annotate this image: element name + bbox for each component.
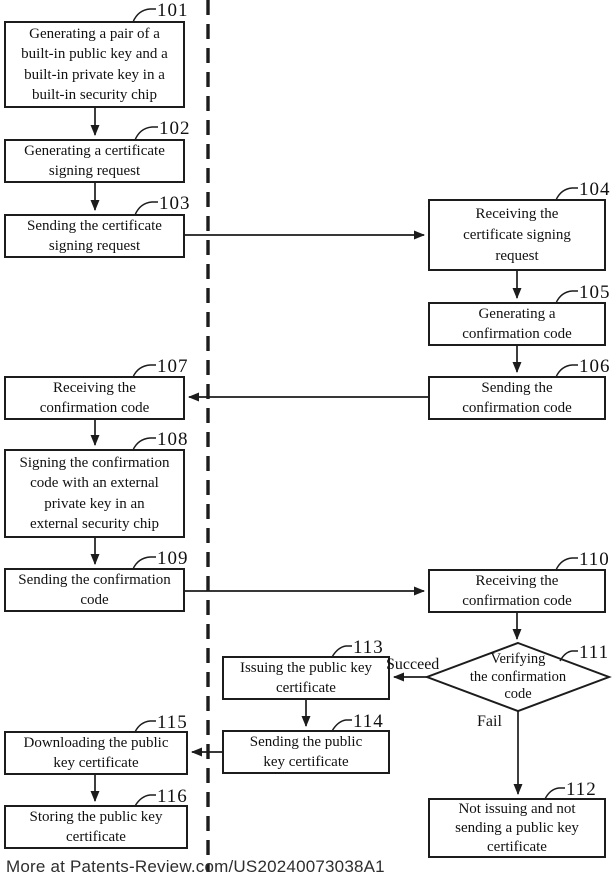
leader-111 (559, 650, 578, 662)
leader-115 (134, 720, 156, 733)
flow-box-110-text: Receiving the confirmation code (462, 573, 572, 609)
flow-box-105: Generating a confirmation code (428, 302, 606, 346)
leader-114 (331, 719, 352, 732)
flow-box-104-text: Receiving the certificate signing reques… (463, 205, 571, 264)
leader-101 (132, 8, 156, 23)
ref-label-111: 111 (579, 642, 610, 663)
flow-box-113: Issuing the public key certificate (222, 656, 390, 700)
ref-label-107: 107 (157, 356, 189, 377)
footer-watermark: More at Patents-Review.com/US20240073038… (6, 857, 385, 876)
ref-label-102: 102 (159, 118, 191, 139)
ref-label-106: 106 (579, 356, 611, 377)
ref-label-110: 110 (579, 549, 610, 570)
succeed-branch-label: Succeed (386, 656, 440, 673)
leader-109 (132, 556, 156, 570)
flow-box-106: Sending the confirmation code (428, 376, 606, 420)
leader-106 (555, 364, 578, 378)
flow-box-115: Downloading the public key certificate (4, 731, 188, 775)
flow-arrows (90, 108, 523, 802)
flow-box-114: Sending the public key certificate (222, 730, 390, 774)
flow-box-102: Generating a certificate signing request (4, 139, 185, 183)
flow-box-101: Generating a pair of a built-in public k… (4, 21, 185, 108)
flow-box-107-text: Receiving the confirmation code (39, 380, 150, 416)
ref-label-114: 114 (353, 711, 384, 732)
ref-label-105: 105 (579, 282, 611, 303)
flow-box-102-text: Generating a certificate signing request (24, 143, 165, 179)
flow-box-110: Receiving the confirmation code (428, 569, 606, 613)
ref-label-103: 103 (159, 193, 191, 214)
flow-box-109-text: Sending the confirmation code (18, 572, 171, 608)
reference-leader-lines (132, 8, 578, 807)
flow-box-108-text: Signing the confirmation code with an ex… (19, 454, 170, 533)
fail-branch-label: Fail (477, 713, 502, 730)
ref-label-113: 113 (353, 637, 384, 658)
flow-box-112: Not issuing and not sending a public key… (428, 798, 606, 858)
leader-102 (134, 126, 158, 141)
leader-116 (134, 794, 156, 807)
ref-label-109: 109 (157, 548, 189, 569)
flow-box-106-text: Sending the confirmation code (462, 380, 572, 416)
flow-box-108: Signing the confirmation code with an ex… (4, 449, 185, 538)
leader-105 (555, 290, 578, 304)
flow-box-116: Storing the public key certificate (4, 805, 188, 849)
ref-label-116: 116 (157, 786, 188, 807)
leader-107 (132, 364, 156, 378)
flow-box-104: Receiving the certificate signing reques… (428, 199, 606, 271)
ref-label-115: 115 (157, 712, 188, 733)
ref-label-104: 104 (579, 179, 611, 200)
flow-box-112-text: Not issuing and not sending a public key… (455, 800, 579, 855)
flow-box-115-text: Downloading the public key certificate (23, 735, 169, 771)
leader-108 (132, 437, 156, 451)
flow-box-114-text: Sending the public key certificate (249, 734, 363, 770)
flow-box-105-text: Generating a confirmation code (462, 306, 572, 342)
flow-box-116-text: Storing the public key certificate (29, 809, 163, 845)
leader-103 (134, 201, 158, 216)
flow-box-107: Receiving the confirmation code (4, 376, 185, 420)
leader-113 (331, 645, 352, 658)
leader-112 (544, 787, 565, 800)
flow-box-101-text: Generating a pair of a built-in public k… (21, 25, 168, 104)
flow-box-109: Sending the confirmation code (4, 568, 185, 612)
leader-104 (555, 187, 578, 201)
leader-110 (555, 557, 578, 571)
ref-label-108: 108 (157, 429, 189, 450)
flow-box-103-text: Sending the certificate signing request (27, 218, 162, 254)
flow-box-103: Sending the certificate signing request (4, 214, 185, 258)
flow-box-113-text: Issuing the public key certificate (239, 660, 373, 696)
ref-label-112: 112 (566, 779, 597, 800)
decision-diamond-111-text: Verifying the confirmation code (469, 651, 567, 702)
ref-label-101: 101 (157, 0, 189, 21)
